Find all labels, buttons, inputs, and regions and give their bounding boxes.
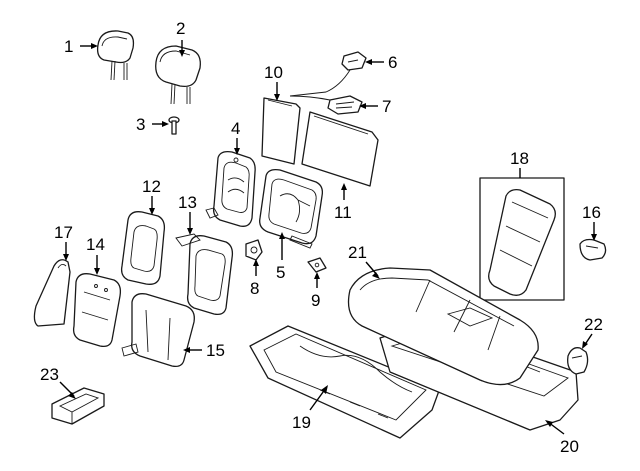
wire-harness-7[interactable]: [289, 95, 363, 115]
callout-16: 16: [582, 203, 601, 222]
panel-10[interactable]: [261, 97, 301, 165]
callout-12: 12: [142, 177, 161, 196]
cushion-frame-19[interactable]: [249, 325, 441, 439]
callout-23: 23: [40, 365, 59, 384]
seat-cushion-21[interactable]: [347, 267, 539, 386]
callout-1: 1: [64, 37, 73, 56]
panel-11[interactable]: [301, 111, 379, 187]
callout-4: 4: [231, 119, 240, 138]
cushion-pad-12[interactable]: [120, 211, 166, 285]
callout-6: 6: [388, 53, 397, 72]
callout-17: 17: [54, 223, 73, 242]
cushion-pad-14[interactable]: [72, 273, 122, 348]
callout-15: 15: [206, 341, 225, 360]
callout-9: 9: [311, 291, 320, 310]
guide-3[interactable]: [168, 116, 180, 135]
seat-back-cover-15[interactable]: [121, 293, 195, 368]
callout-14: 14: [86, 235, 105, 254]
leader-lines: [59, 40, 597, 435]
callout-11: 11: [334, 203, 352, 222]
callout-5: 5: [276, 263, 285, 282]
callout-7: 7: [382, 97, 391, 116]
callout-10: 10: [264, 63, 283, 82]
callout-21: 21: [348, 243, 367, 262]
callout-labels: 1 2 3 4 5 6 7 8 9 10 11 12 13 14 15 16 1…: [40, 19, 603, 456]
callout-18: 18: [510, 149, 529, 168]
cover-22[interactable]: [567, 347, 589, 375]
callout-3: 3: [136, 115, 145, 134]
callout-13: 13: [178, 193, 197, 212]
seat-back-frame-5[interactable]: [259, 168, 324, 249]
bracket-9[interactable]: [307, 257, 327, 273]
wire-harness-6[interactable]: [289, 51, 367, 97]
bracket-8[interactable]: [245, 239, 263, 261]
side-bolster-17[interactable]: [33, 259, 71, 327]
callout-22: 22: [584, 315, 603, 334]
callout-19: 19: [292, 413, 311, 432]
clip-16[interactable]: [579, 238, 607, 261]
callout-2: 2: [176, 19, 185, 38]
headrest-2[interactable]: [155, 45, 201, 105]
headrest-1[interactable]: [96, 30, 135, 81]
callout-8: 8: [250, 279, 259, 298]
seat-back-frame-4[interactable]: [205, 150, 256, 227]
armrest-18[interactable]: [479, 177, 565, 301]
callout-20: 20: [560, 437, 579, 456]
storage-tray-23[interactable]: [51, 387, 105, 425]
seat-back-cover-13[interactable]: [175, 233, 234, 316]
